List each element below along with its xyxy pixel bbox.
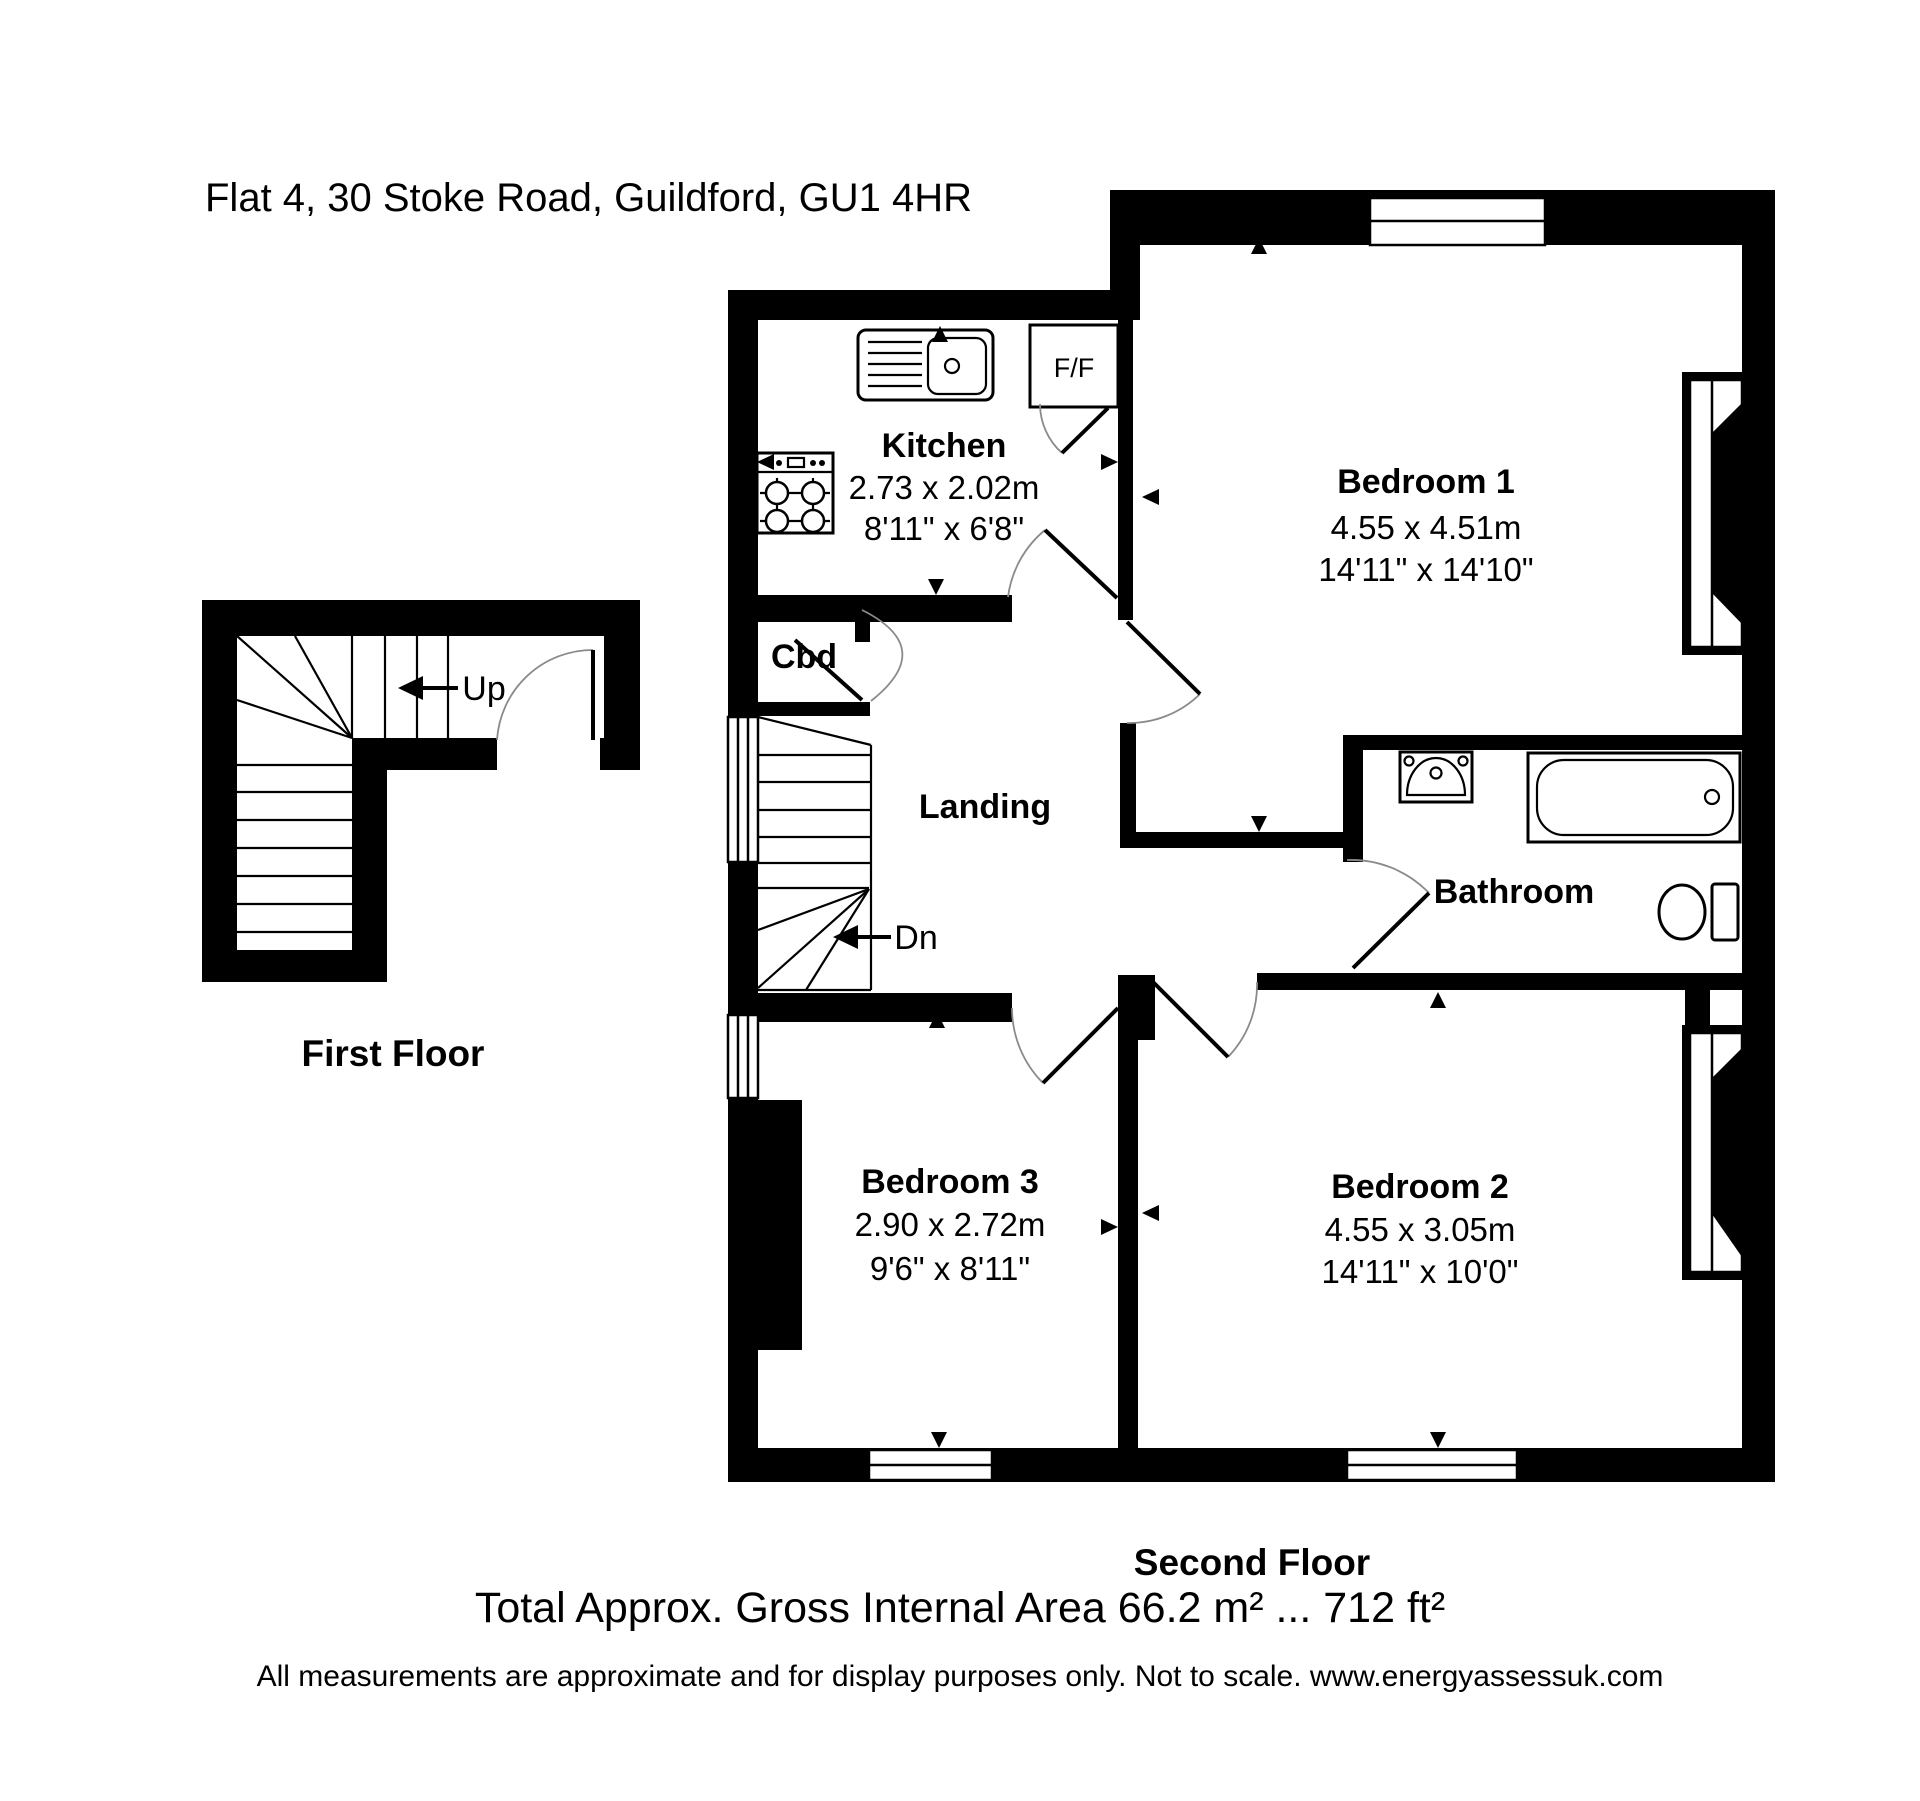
bedroom1-dim-metric: 4.55 x 4.51m bbox=[1331, 509, 1522, 546]
fridge-corner-door bbox=[1039, 403, 1110, 455]
fridge-freezer-symbol: F/F bbox=[1028, 323, 1120, 409]
cbd-label: Cbd bbox=[771, 638, 837, 676]
bedroom2-bottom-window bbox=[1345, 1448, 1519, 1482]
bedroom3-label: Bedroom 3 bbox=[861, 1163, 1039, 1201]
second-floor-windows bbox=[726, 196, 1547, 1482]
kitchen-label: Kitchen bbox=[882, 427, 1007, 465]
kitchen-dim-imperial: 8'11" x 6'8" bbox=[864, 510, 1024, 547]
stairs-second-floor bbox=[757, 715, 873, 992]
first-floor-title: First Floor bbox=[302, 1033, 485, 1074]
bedroom1-door bbox=[1125, 620, 1202, 724]
kitchen-door bbox=[1007, 528, 1119, 600]
dimension-markers bbox=[757, 238, 1736, 1448]
bedroom1-wall-recess bbox=[1682, 372, 1744, 655]
bedroom3-bottom-window bbox=[867, 1448, 994, 1482]
page-title: Flat 4, 30 Stoke Road, Guildford, GU1 4H… bbox=[205, 176, 972, 220]
stairs-down-arrow bbox=[833, 925, 891, 949]
fridge-freezer-label: F/F bbox=[1054, 353, 1095, 383]
bedroom2-dim-metric: 4.55 x 3.05m bbox=[1325, 1211, 1516, 1248]
stairs-down-label: Dn bbox=[894, 919, 937, 957]
bathroom-basin-symbol bbox=[1398, 750, 1474, 804]
first-floor-walls bbox=[202, 600, 640, 982]
first-floor-entry-door bbox=[496, 649, 595, 741]
hob-symbol bbox=[755, 451, 835, 535]
stairs-up-arrow bbox=[398, 676, 458, 700]
total-area-text: Total Approx. Gross Internal Area 66.2 m… bbox=[475, 1584, 1445, 1632]
bedroom1-label: Bedroom 1 bbox=[1337, 463, 1515, 501]
landing-left-window bbox=[726, 715, 760, 864]
bedroom2-label: Bedroom 2 bbox=[1331, 1168, 1509, 1206]
kitchen-sink-symbol bbox=[856, 328, 995, 402]
bedroom1-top-window bbox=[1368, 196, 1547, 247]
toilet-symbol bbox=[1657, 882, 1740, 942]
bedroom3-dim-metric: 2.90 x 2.72m bbox=[855, 1206, 1046, 1243]
landing-label: Landing bbox=[919, 788, 1051, 826]
bedroom2-dim-imperial: 14'11" x 10'0" bbox=[1322, 1253, 1519, 1290]
bedroom1-dim-imperial: 14'11" x 14'10" bbox=[1318, 551, 1533, 588]
bathroom-door bbox=[1346, 859, 1431, 970]
kitchen-dim-metric: 2.73 x 2.02m bbox=[849, 469, 1040, 506]
first-floor-plan: Up First Floor bbox=[202, 600, 640, 1074]
second-floor-labels: Kitchen 2.73 x 2.02m 8'11" x 6'8" Bedroo… bbox=[771, 427, 1594, 1290]
second-floor-title: Second Floor bbox=[1134, 1542, 1370, 1583]
bedroom2-door bbox=[1151, 980, 1258, 1059]
stairs-first-floor bbox=[236, 635, 450, 934]
bedroom2-wall-recess bbox=[1682, 1025, 1744, 1280]
bedroom3-dim-imperial: 9'6" x 8'11" bbox=[870, 1250, 1030, 1287]
bedroom3-chimney-breast bbox=[752, 1100, 802, 1350]
cbd-door bbox=[793, 609, 904, 702]
bath-symbol bbox=[1526, 751, 1742, 844]
bedroom3-left-window bbox=[726, 1013, 760, 1100]
disclaimer-text: All measurements are approximate and for… bbox=[257, 1660, 1664, 1693]
bedroom3-door bbox=[1011, 1006, 1120, 1085]
bathroom-label: Bathroom bbox=[1434, 873, 1595, 911]
second-floor-plan: F/F bbox=[726, 190, 1775, 1583]
stairs-up-label: Up bbox=[462, 670, 505, 708]
